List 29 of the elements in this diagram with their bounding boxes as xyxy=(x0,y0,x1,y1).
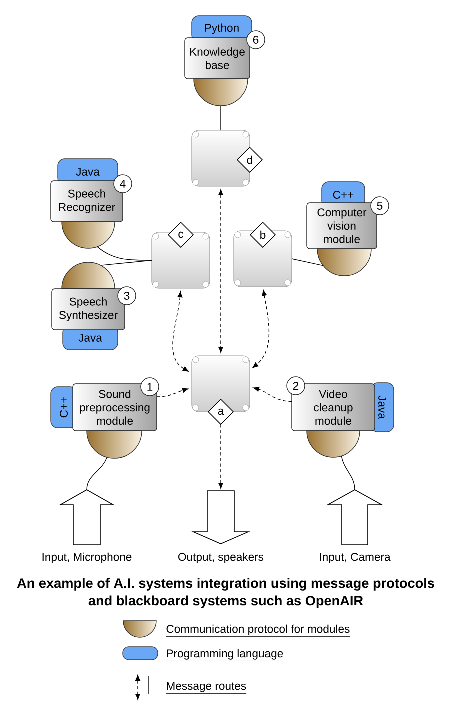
protocol-dome xyxy=(194,78,248,106)
connector-line xyxy=(220,106,222,131)
legend-text: Programming language xyxy=(166,649,284,662)
arrow xyxy=(156,388,189,398)
connector-line xyxy=(292,258,324,266)
connector-line xyxy=(100,260,152,266)
legend-text: Communication protocol for modules xyxy=(166,624,350,637)
arrow-label: Output, speakers xyxy=(178,552,264,564)
arrow xyxy=(218,190,224,353)
arrow-label: Input, Microphone xyxy=(42,552,132,564)
connector-line xyxy=(341,456,356,490)
protocol-dome xyxy=(62,222,116,249)
arrow xyxy=(172,292,189,372)
protocol-dome xyxy=(317,248,372,276)
protocol-dome xyxy=(86,430,142,459)
caption: An example of A.I. systems integration using message protocols and blackboard systems such as OpenAIR xyxy=(17,578,434,608)
computer-icon xyxy=(152,232,210,289)
computer-icon xyxy=(234,230,292,288)
connector-line xyxy=(97,246,152,261)
protocol-dome xyxy=(306,430,360,458)
connector-line xyxy=(86,457,108,490)
arrow-label: Input, Camera xyxy=(320,553,391,564)
arrow xyxy=(252,290,270,368)
legend-text: Message routes xyxy=(166,682,247,694)
module-box: Knowledge base xyxy=(184,38,250,80)
arrow xyxy=(218,424,224,489)
arrow xyxy=(253,387,292,402)
protocol-dome xyxy=(62,262,116,290)
computer-icon xyxy=(192,130,250,187)
